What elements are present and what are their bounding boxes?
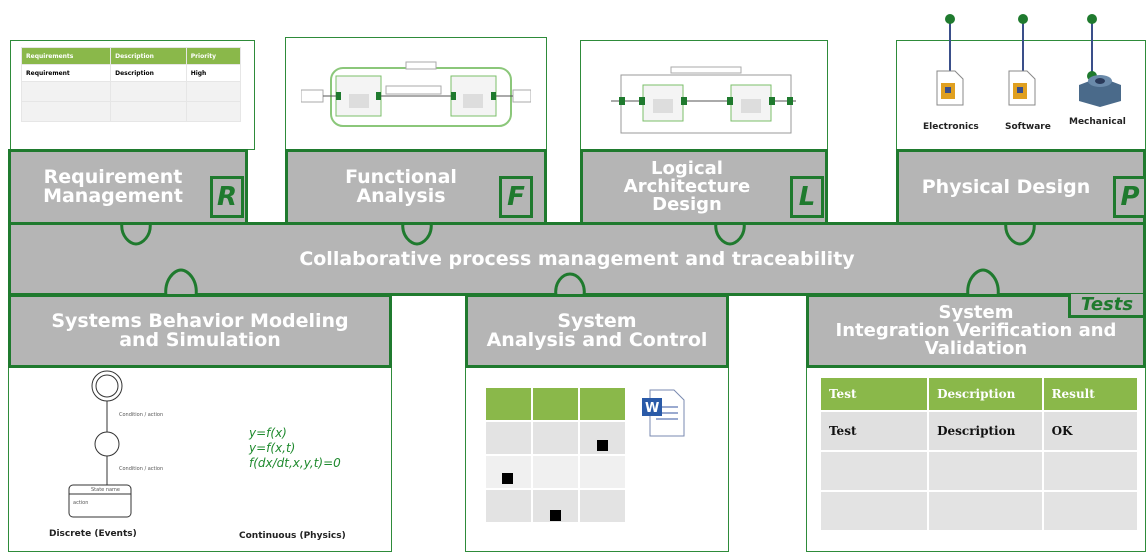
- condition-label: Condition / action: [119, 466, 164, 472]
- state-machine-diagram: [68, 370, 132, 518]
- behavior-modeling-band: Systems Behavior Modeling and Simulation: [8, 294, 392, 368]
- physical-design-band: Physical Design: [896, 149, 1146, 225]
- physical-card: Electronics Software Mechanical: [896, 14, 1146, 150]
- table-cell: Requirement: [20, 64, 112, 82]
- software-file-icon: [1008, 70, 1036, 106]
- table-header: Requirements: [20, 47, 112, 65]
- table-cell: [927, 450, 1044, 492]
- table-header: Priority: [185, 47, 242, 65]
- word-document-icon: W: [642, 389, 685, 437]
- logical-architecture-band: Logical Architecture Design: [580, 149, 828, 225]
- requirements-card: Requirements Description Priority Requir…: [10, 40, 255, 150]
- logical-letter: L: [790, 176, 824, 218]
- band-title-line: Systems Behavior Modeling: [51, 310, 349, 332]
- band-title-line: Analysis and Control: [486, 329, 708, 351]
- discrete-caption: Discrete (Events): [49, 529, 137, 539]
- table-cell: [818, 450, 930, 492]
- functional-flow-diagram: [301, 61, 531, 127]
- results-table: Test Description Result Test Description…: [818, 376, 1140, 532]
- table-header: Description: [927, 376, 1044, 412]
- mechanical-label: Mechanical: [1069, 117, 1126, 127]
- equation: f(dx/dt,x,y,t)=0: [249, 456, 341, 470]
- analysis-matrix: [486, 388, 625, 522]
- table-cell: [110, 81, 187, 102]
- band-title-line: Analysis: [356, 185, 446, 207]
- continuous-caption: Continuous (Physics): [239, 531, 346, 541]
- band-title-line: Requirement: [43, 166, 183, 188]
- band-title-line: Physical Design: [921, 175, 1091, 198]
- analysis-card: W: [465, 368, 729, 552]
- traceability-band: Collaborative process management and tra…: [8, 222, 1146, 296]
- requirement-management-band: Requirement Management: [8, 149, 248, 225]
- requirement-letter: R: [210, 176, 244, 218]
- table-cell: [1041, 450, 1140, 492]
- table-header: Description: [110, 47, 187, 65]
- state-name-label: State name: [91, 487, 121, 493]
- table-cell: [185, 81, 242, 102]
- analysis-control-band: System Analysis and Control: [465, 294, 729, 368]
- equation: y=f(x,t): [249, 441, 296, 455]
- functional-card: [285, 37, 547, 150]
- band-title-line: Design: [652, 194, 722, 215]
- band-title-line: Architecture: [623, 176, 751, 197]
- traceability-title: Collaborative process management and tra…: [299, 247, 855, 270]
- electronics-file-icon: [936, 70, 964, 106]
- tests-tag: Tests: [1068, 294, 1146, 318]
- table-cell: High: [185, 64, 242, 82]
- table-cell: [818, 490, 930, 532]
- table-header: Result: [1041, 376, 1140, 412]
- table-cell: [185, 101, 242, 122]
- logical-card: [580, 40, 828, 150]
- table-cell: [1041, 490, 1140, 532]
- svg-text:W: W: [645, 401, 659, 416]
- band-title-line: and Simulation: [119, 329, 281, 351]
- band-title-line: Logical: [651, 158, 723, 179]
- table-cell: Test: [818, 410, 930, 452]
- table-cell: Description: [110, 64, 187, 82]
- equation: y=f(x): [249, 426, 287, 440]
- logical-architecture-diagram: [611, 66, 796, 134]
- action-label: action: [73, 500, 89, 506]
- band-title-line: Integration Verification and: [835, 320, 1117, 341]
- functional-letter: F: [499, 176, 533, 218]
- requirements-table: Requirements Description Priority Requir…: [20, 47, 242, 122]
- software-label: Software: [1005, 122, 1051, 132]
- band-title-line: Management: [43, 185, 183, 207]
- table-header: Test: [818, 376, 930, 412]
- mechanical-part-icon: [1079, 75, 1121, 107]
- table-cell: OK: [1041, 410, 1140, 452]
- table-cell: [20, 101, 112, 122]
- table-cell: [110, 101, 187, 122]
- table-cell: Description: [927, 410, 1044, 452]
- band-title-line: Validation: [924, 338, 1028, 359]
- table-cell: [20, 81, 112, 102]
- band-title-line: System: [557, 310, 637, 332]
- electronics-label: Electronics: [923, 122, 979, 132]
- table-cell: [927, 490, 1044, 532]
- condition-label: Condition / action: [119, 412, 164, 418]
- physical-letter: P: [1113, 176, 1146, 218]
- band-title-line: Functional: [345, 166, 457, 188]
- results-card: Test Description Result Test Description…: [806, 368, 1146, 552]
- behavior-card: Condition / action Condition / action St…: [8, 368, 392, 552]
- band-title-line: System: [938, 302, 1014, 323]
- equations: y=f(x) y=f(x,t) f(dx/dt,x,y,t)=0: [249, 426, 341, 471]
